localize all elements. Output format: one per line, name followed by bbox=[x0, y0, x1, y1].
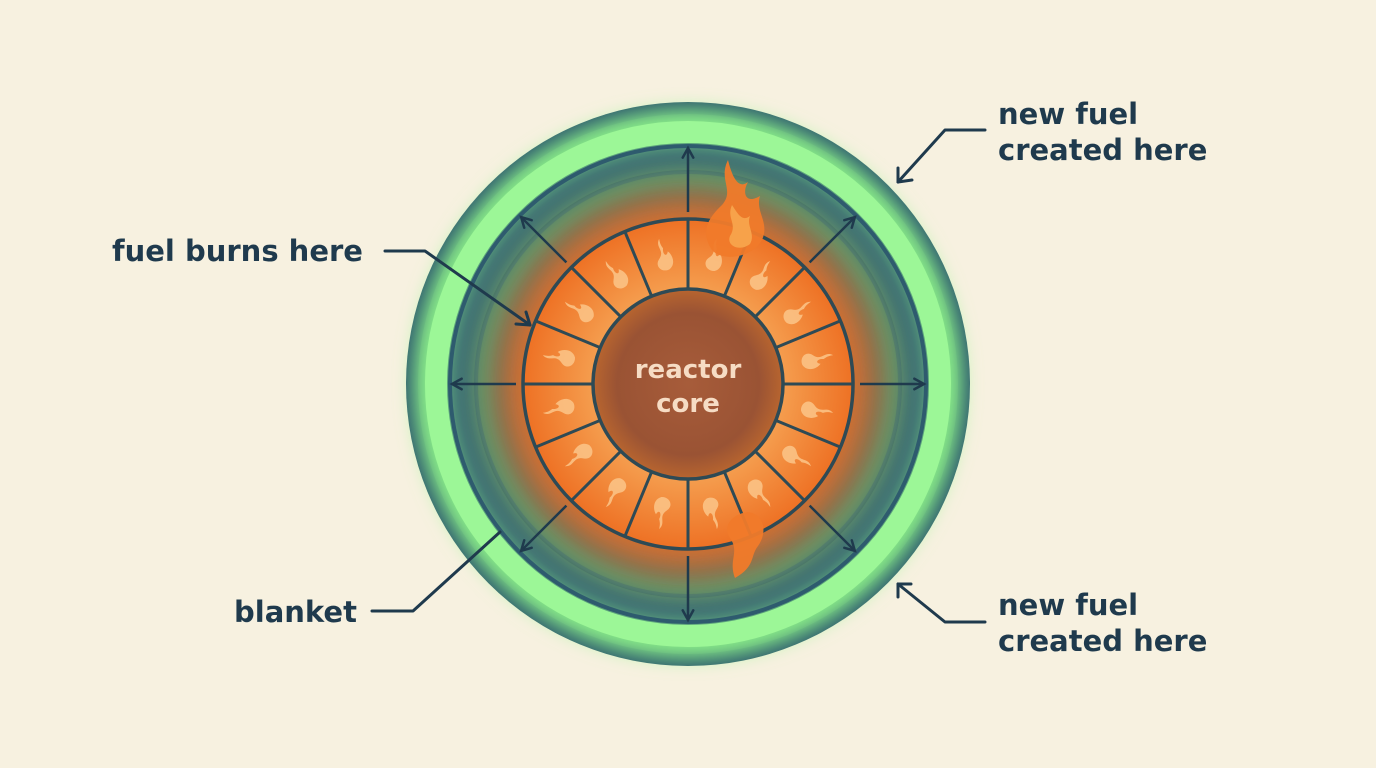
flame-icon bbox=[727, 512, 764, 578]
arrow-icon bbox=[913, 377, 927, 391]
arrow-icon bbox=[520, 504, 568, 552]
arrow-icon bbox=[519, 215, 533, 229]
pointer-fuel-burns bbox=[383, 249, 532, 327]
fuel-ring-outer-line bbox=[521, 217, 855, 551]
fuel-segment-divider bbox=[775, 319, 842, 350]
fuel-ring-flames bbox=[542, 238, 834, 530]
fuel-segment-divider bbox=[534, 418, 601, 449]
fuel-segment-divider bbox=[754, 266, 806, 318]
label-fuel-burns: fuel burns here bbox=[112, 234, 363, 268]
flame-icon bbox=[657, 238, 674, 271]
core-label-line1: reactor bbox=[635, 355, 742, 385]
flame-icon bbox=[729, 205, 752, 248]
arrow-icon bbox=[843, 215, 857, 229]
fuel-segment-divider bbox=[570, 450, 622, 502]
flame-icon bbox=[801, 353, 834, 370]
arrow-icon bbox=[896, 582, 913, 599]
fuel-segment-divider bbox=[775, 418, 842, 449]
arrow-icon bbox=[896, 166, 914, 184]
flame-icon bbox=[542, 398, 575, 415]
label-top-right-line1: new fuel bbox=[998, 97, 1138, 131]
flame-icon bbox=[564, 443, 593, 467]
pointer-top-right bbox=[896, 128, 987, 184]
arrow-icon bbox=[520, 216, 568, 264]
flame-icon bbox=[800, 401, 834, 418]
fuel-segment-divider bbox=[570, 266, 622, 318]
fuel-segment-divider bbox=[623, 230, 654, 297]
flame-icon bbox=[783, 301, 812, 325]
flame-icon bbox=[702, 497, 719, 530]
label-bottom-right-line1: new fuel bbox=[998, 588, 1138, 622]
arrow-icon bbox=[514, 310, 532, 327]
arrow-icon bbox=[843, 539, 857, 553]
arrow-icon bbox=[808, 216, 856, 264]
label-blanket: blanket bbox=[234, 595, 357, 629]
pointer-bottom-right bbox=[896, 582, 987, 624]
fuel-segment-divider bbox=[623, 471, 654, 538]
flame-icon bbox=[705, 238, 722, 272]
flame-icon bbox=[605, 478, 627, 508]
arrow-icon bbox=[681, 145, 695, 159]
pointer-blanket bbox=[370, 530, 502, 613]
arrow-icon bbox=[449, 377, 463, 391]
blanket-ring bbox=[425, 121, 951, 647]
flame-icon bbox=[749, 260, 771, 290]
label-top-right-line2: created here bbox=[998, 133, 1207, 167]
arrow-icon bbox=[808, 504, 856, 552]
flame-icon bbox=[564, 301, 594, 323]
arrow-icon bbox=[519, 539, 533, 553]
arrow-icon bbox=[681, 609, 695, 623]
flame-icon bbox=[605, 260, 629, 289]
reactor-core bbox=[591, 287, 785, 481]
flame-icon bbox=[654, 496, 671, 530]
core-label-line2: core bbox=[656, 389, 720, 419]
fuel-segment-divider bbox=[534, 319, 601, 350]
flame-icon bbox=[542, 350, 576, 367]
flame-icon bbox=[782, 445, 812, 467]
fuel-segment-divider bbox=[754, 450, 806, 502]
radiation-arrows bbox=[449, 145, 927, 623]
label-bottom-right-line2: created here bbox=[998, 624, 1207, 658]
flame-icon bbox=[747, 479, 771, 508]
